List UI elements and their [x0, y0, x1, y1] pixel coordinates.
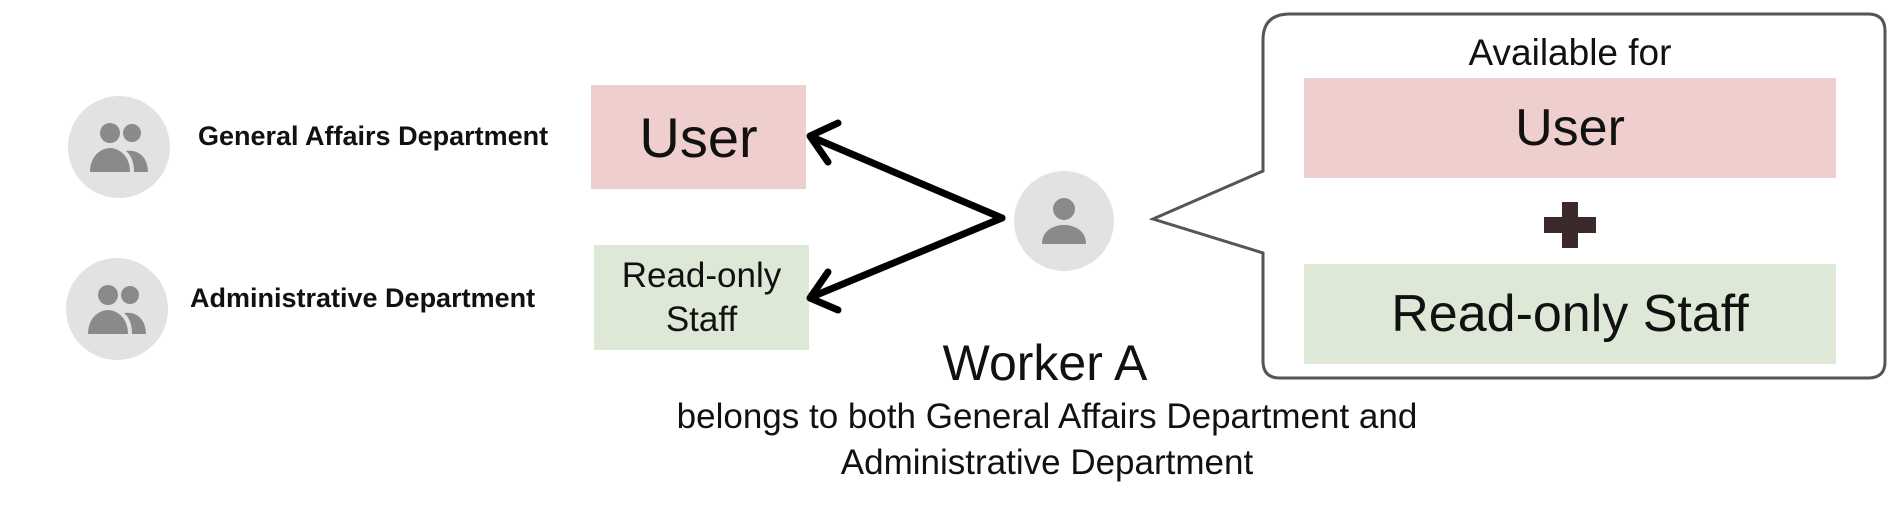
worker-name: Worker A	[942, 335, 1148, 391]
arrow-to-user	[810, 134, 1006, 222]
group-icon	[90, 123, 148, 172]
person-icon	[1042, 198, 1086, 244]
bubble-role-user: User	[1304, 78, 1836, 178]
bubble-role-user-label: User	[1515, 99, 1625, 157]
department-label-general-affairs: General Affairs Department	[198, 121, 549, 151]
worker-description-line2: Administrative Department	[840, 443, 1254, 482]
department-label-administrative: Administrative Department	[190, 283, 536, 313]
worker-avatar	[1014, 171, 1114, 271]
bubble-title: Available for	[1468, 32, 1672, 73]
role-box-user: User	[591, 85, 806, 189]
bubble-role-staff-label: Read-only Staff	[1391, 285, 1749, 343]
arrow-to-user-head	[806, 119, 842, 166]
arrow-to-staff	[810, 214, 1006, 300]
role-box-user-label: User	[639, 105, 758, 169]
worker-description-line1: belongs to both General Affairs Departme…	[676, 397, 1418, 436]
role-box-read-only-staff: Read-only Staff	[594, 245, 809, 350]
role-box-staff-label: Read-only Staff	[621, 255, 782, 339]
arrow-to-staff-head	[806, 268, 842, 314]
group-avatar-administrative	[66, 258, 168, 360]
group-icon	[88, 285, 146, 334]
bubble-role-read-only-staff: Read-only Staff	[1304, 264, 1836, 364]
plus-icon	[1544, 202, 1596, 248]
group-avatar-general-affairs	[68, 96, 170, 198]
